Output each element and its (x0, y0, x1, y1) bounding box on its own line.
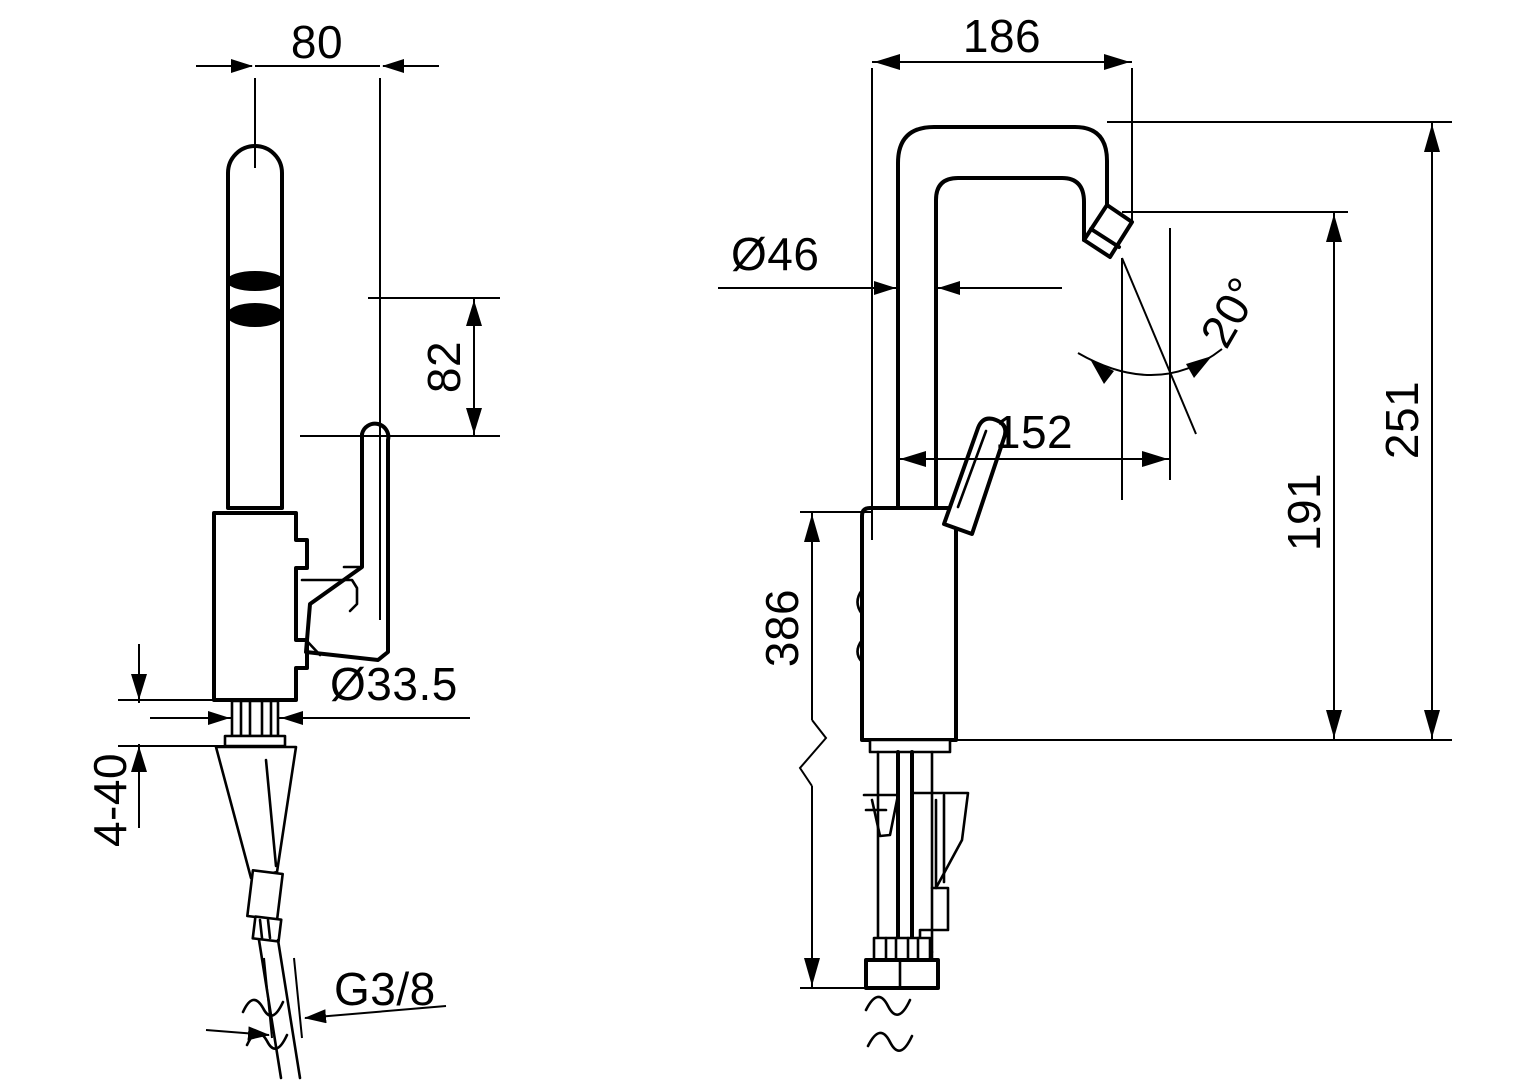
dim-g38-ext-right (293, 957, 303, 1039)
dimension-g38: G3/8 (205, 957, 447, 1041)
side-body-bulge-lower (856, 638, 864, 664)
side-clamp-right (910, 791, 970, 890)
dim-386-break-zigzag (798, 719, 828, 787)
dim-20-angle-ref (1121, 257, 1197, 435)
dimension-4-40: 4-40 (84, 644, 232, 847)
front-lever-handle (304, 421, 391, 662)
dim-152-arrow-left (900, 451, 926, 467)
dim-251-arrow-bottom (1424, 710, 1440, 738)
dim-20-arrow-left (1090, 359, 1114, 384)
dimension-46: Ø46 (718, 228, 1062, 295)
dimension-33-5: Ø33.5 (150, 658, 470, 725)
dim-251-label: 251 (1376, 381, 1428, 459)
dim-186-arrow-left (874, 54, 900, 70)
side-clamp-left (862, 793, 900, 838)
dim-82-arrow-top (466, 300, 482, 326)
front-shank-thread-lines (239, 699, 273, 738)
side-tube-break-upper (864, 995, 912, 1016)
dimension-20-deg: 20° (1077, 257, 1271, 500)
dim-251-arrow-top (1424, 124, 1440, 152)
dim-g38-ext-left (263, 957, 273, 1039)
side-lever-crease (956, 429, 988, 509)
front-lever-lower-fold (304, 638, 322, 657)
front-view-group: 80 82 Ø33.5 4-40 (84, 16, 500, 1080)
front-body (212, 511, 309, 702)
dimension-152: 152 (897, 228, 1171, 480)
dim-191-arrow-top (1326, 214, 1342, 242)
dim-335-label: Ø33.5 (330, 658, 458, 710)
side-bottom-collar (872, 936, 932, 962)
dim-20-arrow-right (1186, 356, 1212, 378)
side-body (860, 506, 958, 742)
front-hose-right-edge (276, 938, 302, 1080)
dim-186-label: 186 (963, 10, 1041, 62)
dim-g38-label: G3/8 (334, 963, 436, 1015)
front-column-band-upper (227, 271, 283, 291)
front-shank-washer (223, 734, 287, 748)
dimension-186: 186 (871, 10, 1133, 540)
dim-440-arrow-top (131, 674, 147, 700)
side-bottom-collar-ribs (884, 936, 920, 962)
dim-20-label: 20° (1190, 268, 1271, 356)
dimension-80: 80 (196, 16, 439, 620)
dim-80-label: 80 (291, 16, 343, 68)
side-view-part (856, 125, 1134, 1052)
dimension-251: 251 (1107, 121, 1452, 741)
front-hose-break-upper (241, 998, 285, 1017)
side-spout-inner (934, 176, 1086, 512)
dim-82-arrow-bottom (466, 408, 482, 434)
dim-152-arrow-right (1142, 451, 1168, 467)
front-lever-notch (300, 578, 359, 613)
side-view-group: 186 Ø46 152 20° (718, 10, 1452, 1052)
dimension-191: 191 (956, 211, 1348, 741)
side-base-washer (868, 738, 952, 754)
dim-386-arrow-top (804, 514, 820, 542)
side-spout-outer (896, 125, 1109, 512)
dim-440-label: 4-40 (84, 753, 136, 847)
dim-82-label: 82 (418, 341, 470, 393)
dimension-386: 386 (756, 511, 880, 989)
dim-g38-arrow-left (205, 1026, 270, 1041)
dim-386-label: 386 (756, 589, 808, 667)
dim-152-label: 152 (995, 406, 1073, 458)
dim-191-arrow-bottom (1326, 710, 1342, 738)
front-cone-gasket (214, 745, 298, 880)
dim-186-arrow-right (1104, 54, 1130, 70)
front-hose-collar-upper (246, 869, 284, 921)
front-hose-collar-ribs (258, 918, 272, 940)
dim-191-label: 191 (1278, 473, 1330, 551)
dim-386-arrow-bottom (804, 958, 820, 986)
front-view-part (212, 144, 391, 1080)
side-body-bulge-upper (856, 588, 864, 616)
side-bottom-nut (864, 958, 940, 990)
front-column-band-lower (227, 303, 283, 327)
dimension-82: 82 (300, 297, 500, 437)
dim-g38-arrow-right (304, 1005, 447, 1024)
dim-440-arrow-bottom (131, 746, 147, 772)
dim-46-label: Ø46 (731, 228, 819, 280)
front-cone-inner-edge (264, 758, 278, 868)
side-outlet-upper-edge (1089, 227, 1121, 249)
side-tube-break-lower (866, 1031, 914, 1052)
